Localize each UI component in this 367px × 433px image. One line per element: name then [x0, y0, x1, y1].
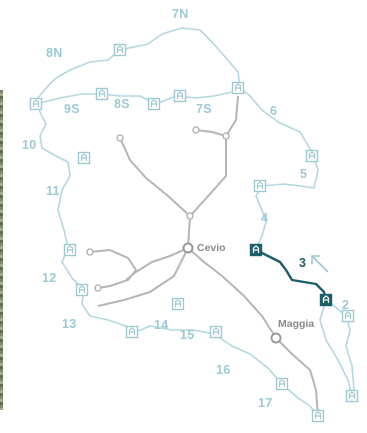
place-label-maggia: Maggia: [278, 318, 315, 330]
hut-icon[interactable]: [231, 81, 245, 95]
hut-icon[interactable]: [63, 243, 77, 257]
stage-label-2[interactable]: 2: [342, 298, 350, 312]
road-node: [186, 212, 194, 220]
hut-icon[interactable]: [125, 325, 139, 339]
stage-label-13[interactable]: 13: [62, 317, 77, 331]
place-label-cevio: Cevio: [197, 242, 226, 254]
hut-icon[interactable]: [171, 297, 185, 311]
hut-icon[interactable]: [311, 409, 325, 423]
town-marker-maggia: [270, 332, 282, 344]
stage-label-7s[interactable]: 7S: [196, 102, 212, 116]
active-stage-route: [255, 248, 328, 301]
hut-icon[interactable]: [305, 149, 319, 163]
road-node: [94, 284, 102, 292]
hut-icon[interactable]: [319, 293, 333, 307]
hut-icon[interactable]: [249, 243, 263, 257]
stage-label-4[interactable]: 4: [261, 211, 269, 225]
north-arrow-icon: [311, 255, 329, 273]
stage-label-17[interactable]: 17: [258, 396, 273, 410]
hut-icon[interactable]: [345, 389, 359, 403]
hut-icon[interactable]: [209, 325, 223, 339]
stage-label-14[interactable]: 14: [154, 318, 169, 332]
road-node: [116, 134, 124, 142]
hut-icon[interactable]: [275, 377, 289, 391]
hut-icon[interactable]: [29, 97, 43, 111]
stage-label-9s[interactable]: 9S: [64, 102, 80, 116]
hut-icon[interactable]: [253, 179, 267, 193]
road-node: [86, 248, 94, 256]
hut-icon[interactable]: [75, 283, 89, 297]
hut-icon[interactable]: [341, 309, 355, 323]
stage-label-12[interactable]: 12: [42, 271, 57, 285]
stage-label-5[interactable]: 5: [300, 167, 308, 181]
hut-icon[interactable]: [95, 87, 109, 101]
hut-icon[interactable]: [173, 89, 187, 103]
town-marker-cevio: [182, 242, 194, 254]
hut-icon[interactable]: [147, 97, 161, 111]
road-node: [222, 132, 230, 140]
stage-label-3[interactable]: 3: [299, 256, 307, 270]
stage-label-6[interactable]: 6: [270, 104, 278, 118]
hut-icon[interactable]: [113, 43, 127, 57]
hut-icon[interactable]: [77, 151, 91, 165]
stage-label-10[interactable]: 10: [22, 138, 37, 152]
stage-label-8s[interactable]: 8S: [114, 97, 130, 111]
stage-label-7n[interactable]: 7N: [172, 7, 189, 21]
stage-label-15[interactable]: 15: [180, 328, 195, 342]
road-node: [192, 126, 200, 134]
photo-edge: [0, 90, 3, 410]
stage-label-8n[interactable]: 8N: [46, 46, 63, 60]
stage-label-11[interactable]: 11: [46, 184, 60, 198]
road-network: [89, 95, 319, 417]
stage-label-16[interactable]: 16: [216, 363, 231, 377]
